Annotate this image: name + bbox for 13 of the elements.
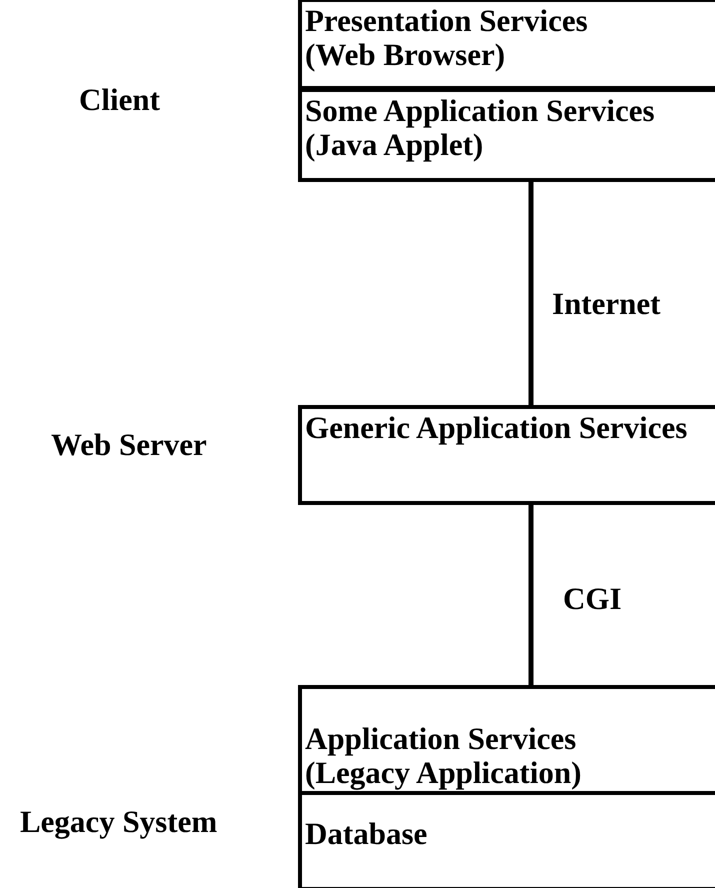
box-label: Generic Application Services [305, 411, 688, 446]
connector-line [528, 182, 534, 405]
box-label: Presentation Services (Web Browser) [305, 4, 589, 72]
tier-box [298, 88, 715, 182]
tier-label: Legacy System [20, 804, 218, 840]
tier-box [298, 0, 715, 90]
tier-box [298, 405, 715, 505]
tier-label: Client [79, 82, 160, 118]
box-label: Application Services (Legacy Application) [305, 722, 582, 790]
box-label: Database [305, 817, 428, 852]
tier-label: Web Server [51, 427, 207, 463]
box-label: Some Application Services (Java Applet) [305, 94, 656, 162]
connector-line [528, 505, 534, 685]
